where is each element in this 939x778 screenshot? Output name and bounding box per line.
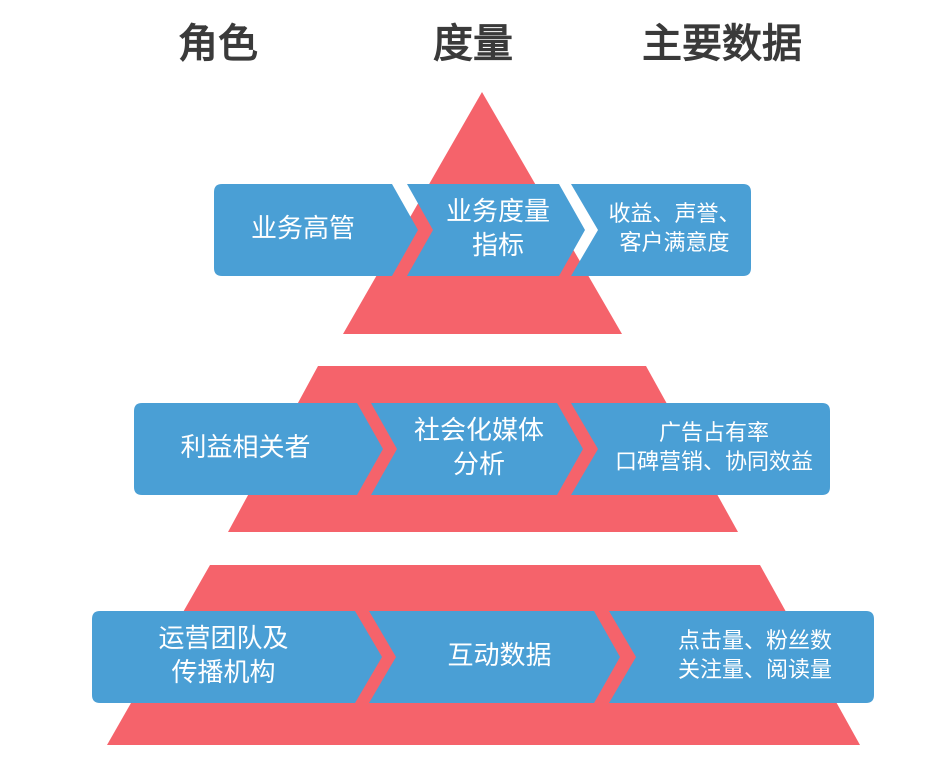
role-box-1: [214, 184, 418, 276]
metric-label-3: 互动数据: [447, 641, 552, 672]
column-header-role: 角色: [178, 21, 258, 67]
data-label-2: 广告占有率 口碑营销、协同效益: [614, 421, 813, 475]
metric-label-1: 业务度量 指标: [445, 197, 550, 261]
role-label-3: 运营团队及 传播机构: [158, 624, 289, 688]
metric-box-2: [371, 403, 583, 495]
data-box-2: [571, 403, 830, 495]
column-header-metric: 度量: [433, 21, 513, 67]
column-header-main-data: 主要数据: [642, 21, 802, 67]
role-box-3: [92, 611, 382, 703]
metric-label-2: 社会化媒体 分析: [413, 416, 544, 480]
role-label-1: 业务高管: [250, 214, 355, 245]
data-label-1: 收益、声誉、 客户满意度: [608, 202, 741, 256]
role-box-2: [134, 403, 383, 495]
metric-box-1: [407, 184, 585, 276]
data-label-3: 点击量、粉丝数 关注量、阅读量: [677, 629, 832, 683]
metric-box-3: [369, 611, 620, 703]
data-box-1: [571, 184, 751, 276]
role-label-2: 利益相关者: [180, 433, 311, 464]
data-box-3: [609, 611, 874, 703]
